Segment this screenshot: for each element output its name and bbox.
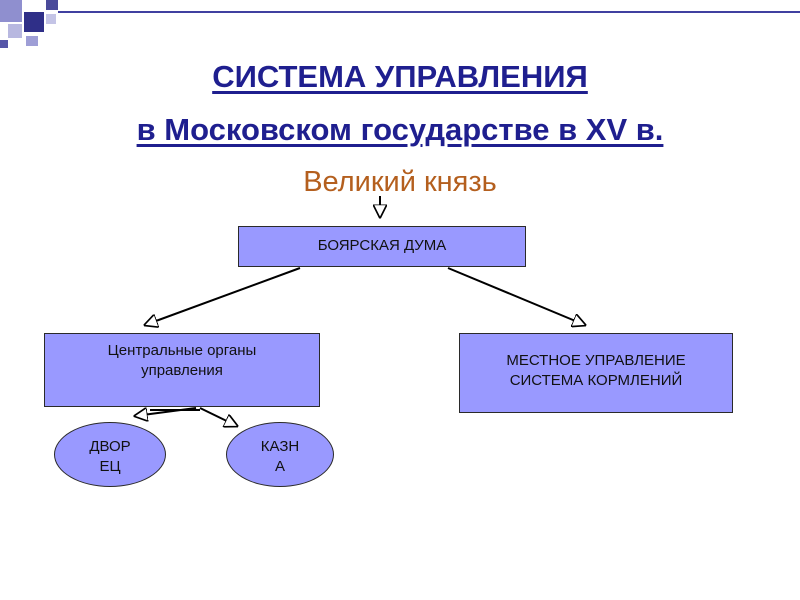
central-organs-line-2: управления bbox=[141, 362, 223, 379]
dvorets-line-2: ЕЦ bbox=[99, 458, 121, 475]
local-government-box: МЕСТНОЕ УПРАВЛЕНИЕ СИСТЕМА КОРМЛЕНИЙ bbox=[459, 333, 733, 413]
kazna-line-1: КАЗН bbox=[260, 438, 300, 455]
local-government-line-2: СИСТЕМА КОРМЛЕНИЙ bbox=[509, 372, 683, 389]
arrow-duma-to-local bbox=[447, 267, 585, 325]
grand-prince-label: Великий князь bbox=[303, 166, 497, 198]
local-government-line-1: МЕСТНОЕ УПРАВЛЕНИЕ bbox=[506, 352, 686, 369]
central-organs-line-1: Центральные органы bbox=[107, 342, 257, 359]
title-line-2: в Московском государстве в XV в. bbox=[136, 112, 664, 147]
dvorets-oval: ДВОР ЕЦ bbox=[54, 422, 166, 487]
central-organs-box: Центральные органы управления bbox=[44, 333, 320, 407]
dvorets-line-1: ДВОР bbox=[89, 438, 131, 455]
decorative-squares bbox=[0, 0, 800, 48]
boyar-duma-label: БОЯРСКАЯ ДУМА bbox=[317, 237, 447, 254]
arrow-duma-to-central bbox=[145, 267, 301, 325]
arrow-central-to-dvorets bbox=[135, 407, 197, 416]
title-line-1: СИСТЕМА УПРАВЛЕНИЯ bbox=[212, 59, 588, 94]
arrow-central-to-kazna bbox=[199, 407, 237, 426]
boyar-duma-box: БОЯРСКАЯ ДУМА bbox=[238, 226, 526, 267]
kazna-line-2: А bbox=[274, 458, 285, 475]
kazna-oval: КАЗН А bbox=[226, 422, 334, 487]
